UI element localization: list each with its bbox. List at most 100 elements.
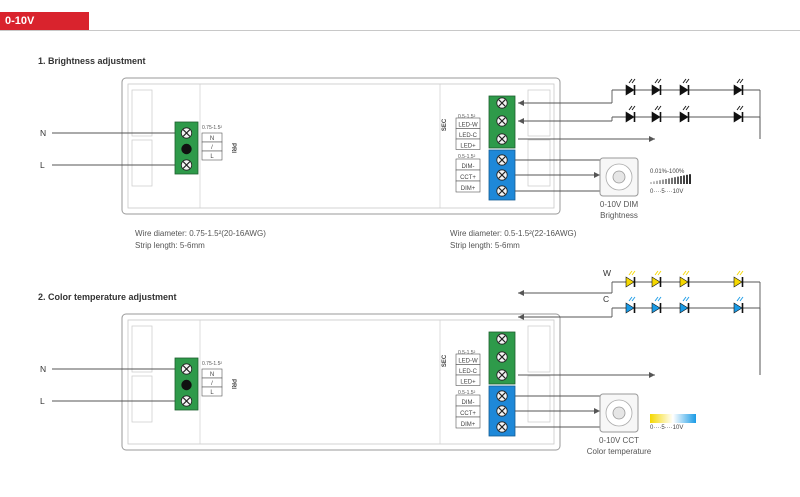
brightness-bar [677,176,679,184]
dim-wire-spec: 0.5-1.5² [458,154,476,160]
brightness-bar [686,174,688,184]
led-triangle [651,84,661,96]
pin-label: LED+ [460,143,476,149]
screw-slot [498,335,506,343]
led-diode-icon [625,296,636,314]
led-ray [654,78,659,84]
driver-housing [121,77,561,215]
led-triangle [625,302,635,314]
input-strip-note: Strip length: 5-6mm [135,241,205,250]
housing-bracket [131,89,153,137]
arrow-head [649,372,655,378]
input-l-label: L [40,160,45,170]
pin-label: N [210,136,214,142]
led-diode-icon [651,270,662,288]
arrow-head [594,408,600,414]
led-triangle [651,302,661,314]
housing-bracket [131,139,153,187]
led-ray [685,78,690,84]
led-diode-icon [625,78,636,96]
housing-bracket [527,139,551,187]
section-1: 1. Brightness adjustmentNL0.75-1.5²N/LPR… [38,56,761,250]
pin-label: N [210,372,214,378]
screw-slot [498,407,506,415]
input-terminal-plug [181,143,192,155]
screw-slot [498,99,506,107]
pin-label: L [210,154,214,160]
pin-label-box [455,138,481,150]
led-ray [628,78,633,84]
controller-function: Brightness [600,211,638,220]
secondary-side-label: SEC [442,118,448,131]
led-triangle [625,276,635,288]
section-badge: 0-10V Connection [0,12,89,45]
led-ray [739,105,744,111]
driver-housing [121,313,561,451]
led-diode-icon [625,105,636,123]
arrow-head [518,290,524,296]
pin-label-box [455,416,481,429]
section-2: 2. Color temperature adjustmentNL0.75-1.… [38,268,761,456]
led-ray [685,296,690,302]
brightness-bar [665,179,667,184]
screw-slot [498,156,506,164]
dim-voltage-scale: 0····5····10V [650,425,683,431]
led-ray [628,105,633,111]
screw-slot [182,365,191,373]
pin-label: LED-W [458,358,478,364]
screw-slot [498,187,506,195]
led-diode-icon [651,296,662,314]
screw-slot [498,171,506,179]
pin-label-box [201,150,223,161]
led-ray [657,78,662,84]
housing-bracket [131,375,153,423]
brightness-bar [689,174,691,184]
brightness-bar [653,181,655,184]
input-wire-spec: 0.75-1.5² [202,125,222,131]
cct-gradient-bar [650,414,696,423]
input-n-label: N [40,364,46,374]
led-triangle [651,276,661,288]
led-ray [685,105,690,111]
led-ray [654,270,659,276]
led-ray [739,78,744,84]
input-n-label: N [40,128,46,138]
screw-slot [498,392,506,400]
led-diode-icon [651,105,662,123]
pin-label: LED-C [459,133,478,139]
dim-knob [612,170,626,184]
led-triangle [733,111,743,123]
led-row-label: C [603,294,609,304]
led-ray [631,105,636,111]
led-triangle [679,111,689,123]
pin-label: LED-C [459,369,478,375]
led-ray [682,296,687,302]
arrow-head [518,314,524,320]
brightness-bar [656,180,658,184]
driver-inner-frame [127,83,555,209]
led-diode-icon [679,78,690,96]
led-triangle [625,111,635,123]
input-wire-note: Wire diameter: 0.75-1.5²(20-16AWG) [135,229,266,238]
input-terminal-plug [181,379,192,391]
screw-slot [498,135,506,143]
primary-side-label: PRI [230,379,236,389]
screw-slot [498,117,506,125]
led-diode-icon [733,105,744,123]
controller-name: 0-10V DIM [600,200,639,209]
input-wire-spec: 0.75-1.5² [202,361,222,367]
brightness-bar [659,180,661,184]
led-ray [657,296,662,302]
pin-label-box [201,386,223,397]
pin-label: LED-W [458,122,478,128]
led-diode-icon [679,296,690,314]
led-ray [682,270,687,276]
secondary-side-label: SEC [442,354,448,367]
led-ray [682,105,687,111]
led-ray [682,78,687,84]
screw-slot [182,397,191,405]
pin-label: DIM- [462,400,475,406]
led-ray [628,270,633,276]
screw-slot [498,353,506,361]
